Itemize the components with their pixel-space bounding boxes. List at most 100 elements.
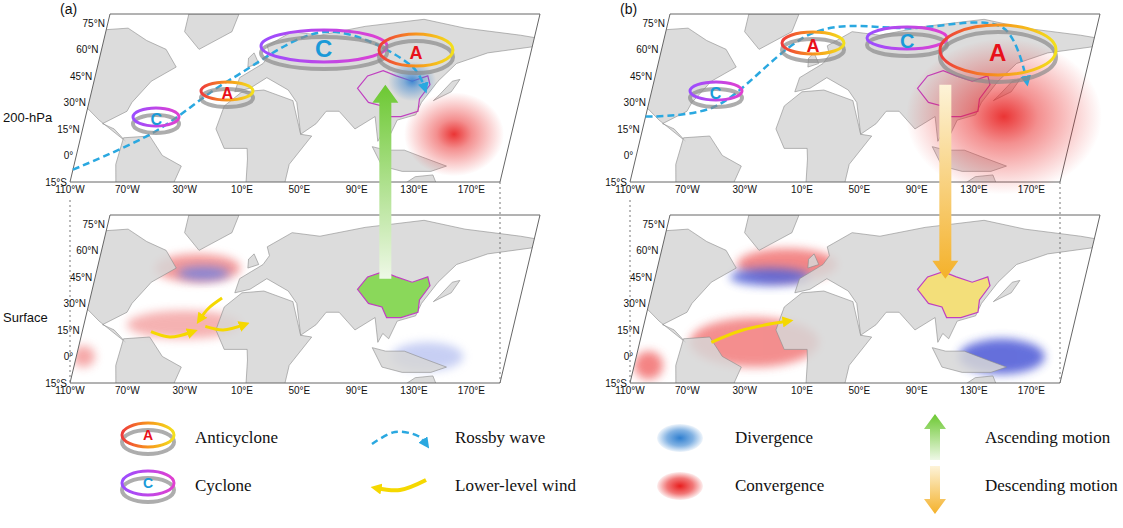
- tick-label: 45°N: [630, 70, 652, 81]
- lower-level-wind: [200, 298, 222, 319]
- tick-label: 0°: [624, 351, 634, 362]
- map-panel: [59, 14, 542, 209]
- tick-label: 30°W: [732, 385, 757, 396]
- land-mass: [676, 337, 742, 401]
- legend-text: Descending motion: [985, 476, 1118, 496]
- tick-label: 10°E: [231, 184, 253, 195]
- tick-label: 170°E: [458, 184, 485, 195]
- pressure-letter: C: [151, 112, 163, 128]
- pressure-letter: A: [410, 44, 423, 62]
- tick-label: 70°W: [115, 184, 140, 195]
- pressure-letter: C: [900, 31, 914, 51]
- lower-level-wind: [151, 332, 193, 337]
- tick-label: 50°E: [848, 385, 870, 396]
- map-frame: [70, 14, 540, 182]
- tick-label: 30°W: [172, 184, 197, 195]
- ascending-arrow: [372, 85, 398, 279]
- land-mass: [248, 254, 259, 268]
- legend-letter: C: [143, 476, 153, 491]
- pressure-letter: C: [315, 37, 332, 61]
- anomaly-shading: [634, 351, 663, 379]
- land-mass: [372, 348, 446, 373]
- tick-label: 110°W: [55, 184, 84, 195]
- tick-label: 130°E: [960, 184, 987, 195]
- panel-label: Surface: [3, 311, 48, 325]
- cyclone: C: [687, 79, 745, 109]
- tick-label: 10°E: [791, 385, 813, 396]
- land-mass: [433, 280, 460, 301]
- tick-label: 30°N: [64, 97, 86, 108]
- land-mass: [185, 215, 239, 250]
- tick-label: 110°W: [615, 184, 644, 195]
- land-mass: [745, 215, 799, 250]
- legend-text: Rossby wave: [455, 428, 545, 448]
- tick-label: 30°N: [64, 298, 86, 309]
- tick-label: 0°: [64, 150, 74, 161]
- study-region: [917, 272, 990, 318]
- map-panel: [619, 14, 1102, 209]
- legend-rossby-wave: [372, 432, 426, 444]
- tick-label: 60°N: [76, 44, 98, 55]
- land-mass: [932, 348, 1006, 373]
- convergence-area: [404, 92, 504, 176]
- tick-label: 60°N: [636, 44, 658, 55]
- cyclone: C: [130, 105, 182, 135]
- map-content: [619, 215, 1102, 410]
- tick-label: 70°W: [115, 385, 140, 396]
- legend-letter: A: [143, 428, 153, 443]
- pressure-letter: A: [989, 41, 1006, 65]
- tick-label: 50°E: [288, 385, 310, 396]
- tick-label: 90°E: [346, 385, 368, 396]
- tick-label: 75°N: [83, 218, 105, 229]
- tick-label: 15°N: [57, 324, 79, 335]
- rossby-wave: [73, 32, 425, 170]
- legend-text: Cyclone: [195, 476, 252, 496]
- tick-label: 45°N: [630, 271, 652, 282]
- ring: [867, 27, 947, 49]
- tick-label: 130°E: [400, 184, 427, 195]
- anticyclone: A: [937, 22, 1059, 84]
- tick-label: 130°E: [960, 385, 987, 396]
- tick-label: 110°W: [55, 385, 84, 396]
- tick-label: 30°N: [624, 298, 646, 309]
- anticyclone: A: [779, 29, 847, 63]
- legend-text: Divergence: [735, 428, 813, 448]
- ring: [379, 34, 453, 66]
- anticyclone: A: [198, 79, 256, 109]
- ring-shadow: [261, 37, 387, 69]
- pressure-letter: A: [806, 37, 819, 55]
- tick-label: 45°N: [70, 70, 92, 81]
- layer-link: [500, 182, 501, 383]
- tick-label: 170°E: [1018, 184, 1045, 195]
- tick-label: 75°N: [643, 218, 665, 229]
- panel-label: (a): [60, 2, 77, 17]
- tick-label: 70°W: [675, 184, 700, 195]
- legend-wind: [376, 480, 426, 490]
- legend-descending-arrow: [924, 466, 946, 514]
- ring: [782, 32, 844, 54]
- map-content: [619, 14, 1102, 209]
- tick-label: 90°E: [346, 184, 368, 195]
- tick-label: 10°E: [791, 184, 813, 195]
- tick-label: 130°E: [400, 385, 427, 396]
- ring: [201, 82, 253, 100]
- pressure-letter: A: [221, 86, 233, 102]
- tick-label: 0°: [64, 351, 74, 362]
- ring-shadow: [379, 41, 453, 73]
- tick-label: 30°W: [732, 184, 757, 195]
- convergence-area: [906, 39, 1102, 195]
- tick-label: 60°N: [636, 245, 658, 256]
- tick-label: 90°E: [906, 385, 928, 396]
- legend-text: Anticyclone: [195, 428, 278, 448]
- land-mass: [993, 280, 1020, 301]
- cyclone: C: [864, 24, 950, 58]
- land-mass: [386, 376, 443, 410]
- land-mass: [386, 175, 443, 209]
- tick-label: 30°W: [172, 385, 197, 396]
- tick-label: 15°N: [617, 123, 639, 134]
- anomaly-shading: [72, 346, 95, 367]
- legend-text: Convergence: [735, 476, 824, 496]
- tick-label: 0°: [624, 150, 634, 161]
